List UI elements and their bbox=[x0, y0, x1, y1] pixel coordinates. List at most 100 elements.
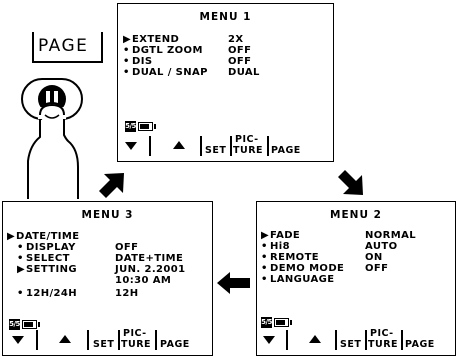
separator bbox=[230, 136, 232, 156]
picture-button-bottom[interactable]: TURE bbox=[233, 146, 263, 156]
down-triangle-icon[interactable] bbox=[263, 336, 275, 344]
separator bbox=[365, 330, 367, 350]
menu1-item-dgtl-zoom: •DGTL ZOOM bbox=[123, 45, 203, 56]
menu2-button-bar: SET PIC- TURE PAGE bbox=[257, 330, 457, 354]
menu2-item-label: Hi8 bbox=[270, 241, 290, 252]
menu2-item-label: LANGUAGE bbox=[270, 274, 334, 285]
menu2-item-label: REMOTE bbox=[270, 252, 319, 263]
up-triangle-icon[interactable] bbox=[59, 335, 71, 343]
menu1-item-marker: • bbox=[123, 67, 132, 78]
separator bbox=[200, 136, 202, 156]
menu3-button-bar: SET PIC- TURE PAGE bbox=[3, 330, 214, 354]
down-triangle-icon[interactable] bbox=[12, 336, 24, 344]
separator bbox=[401, 330, 403, 350]
menu1-item-value: OFF bbox=[228, 45, 251, 56]
menu1-item-marker: • bbox=[123, 56, 132, 67]
menu2-item-demo-mode: •DEMO MODE bbox=[261, 263, 344, 274]
menu2-item-marker: • bbox=[261, 241, 270, 252]
up-triangle-icon[interactable] bbox=[173, 141, 185, 149]
separator bbox=[155, 330, 157, 350]
down-triangle-icon[interactable] bbox=[125, 142, 137, 150]
separator bbox=[87, 330, 89, 350]
picture-button-bottom[interactable]: TURE bbox=[121, 340, 151, 350]
menu2-item-marker: • bbox=[261, 274, 270, 285]
up-triangle-icon[interactable] bbox=[309, 335, 321, 343]
menu1-screen: MENU 1 ▶EXTEND 2X •DGTL ZOOM OFF •DIS OF… bbox=[117, 3, 334, 162]
set-button[interactable]: SET bbox=[340, 340, 361, 350]
menu2-item-language: •LANGUAGE bbox=[261, 274, 334, 285]
separator bbox=[267, 136, 269, 156]
menu3-item-value: DATE+TIME bbox=[115, 253, 183, 264]
battery-icon: 5/5 bbox=[125, 121, 159, 132]
menu1-item-marker: ▶ bbox=[123, 34, 132, 45]
menu3-item-setting: ▶SETTING bbox=[17, 264, 77, 275]
menu3-item-label: DATE/TIME bbox=[16, 231, 80, 242]
finger-press-icon bbox=[18, 75, 90, 200]
page-button[interactable]: PAGE bbox=[271, 146, 301, 156]
battery-tip bbox=[290, 320, 292, 325]
menu2-item-label: DEMO MODE bbox=[270, 263, 344, 274]
menu2-title: MENU 2 bbox=[257, 209, 455, 221]
menu1-item-label: EXTEND bbox=[132, 34, 179, 45]
separator bbox=[286, 330, 288, 350]
menu1-item-label: DUAL / SNAP bbox=[132, 67, 208, 78]
battery-body bbox=[138, 122, 153, 131]
menu1-item-label: DIS bbox=[132, 56, 152, 67]
menu1-item-value: DUAL bbox=[228, 67, 260, 78]
menu1-item-extend: ▶EXTEND bbox=[123, 34, 179, 45]
menu3-item-display: •DISPLAY bbox=[17, 242, 76, 253]
menu3-screen: MENU 3 ▶DATE/TIME •DISPLAY OFF •SELECT D… bbox=[2, 201, 213, 356]
menu1-item-value: OFF bbox=[228, 56, 251, 67]
page-button[interactable]: PAGE bbox=[405, 340, 435, 350]
flow-arrow-icon bbox=[336, 168, 368, 200]
menu3-item-marker: ▶ bbox=[7, 231, 16, 242]
picture-button-top[interactable]: PIC- bbox=[235, 135, 259, 145]
page-bracket-right bbox=[101, 32, 103, 62]
battery-tip bbox=[154, 124, 156, 129]
menu3-item-marker: • bbox=[17, 288, 26, 299]
menu3-item-label: 12H/24H bbox=[26, 288, 77, 299]
menu1-item-label: DGTL ZOOM bbox=[132, 45, 203, 56]
page-bracket-bottom bbox=[32, 61, 103, 63]
picture-button-bottom[interactable]: TURE bbox=[368, 340, 398, 350]
page-button[interactable]: PAGE bbox=[160, 340, 190, 350]
flow-arrow-icon bbox=[217, 272, 251, 294]
separator bbox=[118, 330, 120, 350]
menu2-item-marker: • bbox=[261, 263, 270, 274]
menu2-item-marker: • bbox=[261, 252, 270, 263]
battery-level: 5/5 bbox=[125, 121, 136, 132]
menu2-item-label: FADE bbox=[270, 230, 300, 241]
menu3-item-marker: • bbox=[17, 253, 26, 264]
menu1-item-marker: • bbox=[123, 45, 132, 56]
page-bracket-left bbox=[32, 32, 34, 62]
battery-tip bbox=[38, 322, 40, 327]
set-button[interactable]: SET bbox=[205, 146, 226, 156]
menu2-item-marker: ▶ bbox=[261, 230, 270, 241]
menu1-title: MENU 1 bbox=[118, 11, 333, 23]
battery-body bbox=[274, 318, 289, 327]
menu3-item-value: JUN. 2.2001 bbox=[115, 264, 185, 275]
battery-icon: 5/5 bbox=[9, 319, 43, 330]
separator bbox=[149, 136, 151, 156]
picture-button-top[interactable]: PIC- bbox=[123, 329, 147, 339]
picture-button-top[interactable]: PIC- bbox=[370, 329, 394, 339]
menu3-item-label: SETTING bbox=[26, 264, 77, 275]
menu2-item-value: AUTO bbox=[365, 241, 397, 252]
menu2-item-fade: ▶FADE bbox=[261, 230, 300, 241]
menu2-item-remote: •REMOTE bbox=[261, 252, 319, 263]
menu2-item-value: NORMAL bbox=[365, 230, 416, 241]
menu3-item-label: SELECT bbox=[26, 253, 70, 264]
battery-level: 5/5 bbox=[261, 317, 272, 328]
page-button-label: PAGE bbox=[38, 36, 88, 56]
flow-arrow-icon bbox=[97, 168, 129, 200]
menu3-item-setting-time bbox=[17, 275, 26, 286]
menu3-item-select: •SELECT bbox=[17, 253, 70, 264]
set-button[interactable]: SET bbox=[93, 340, 114, 350]
menu3-title: MENU 3 bbox=[3, 209, 212, 221]
menu1-item-dual-snap: •DUAL / SNAP bbox=[123, 67, 208, 78]
menu3-item-12h-24h: •12H/24H bbox=[17, 288, 77, 299]
menu1-button-bar: SET PIC- TURE PAGE bbox=[118, 136, 335, 160]
menu1-item-dis: •DIS bbox=[123, 56, 152, 67]
menu2-item-hi8: •Hi8 bbox=[261, 241, 290, 252]
menu3-item-date-time: ▶DATE/TIME bbox=[7, 231, 80, 242]
